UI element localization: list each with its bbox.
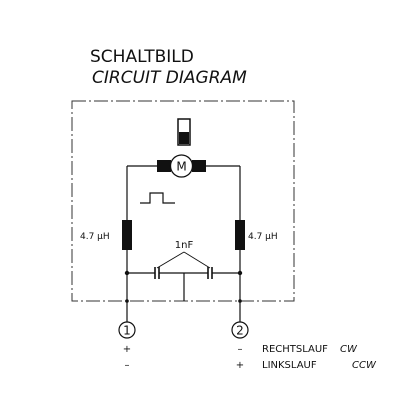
terminal-1-circle	[118, 321, 136, 339]
pulse-waveform-symbol	[140, 192, 175, 204]
terminal-1-polarity-ccw: –	[125, 360, 130, 371]
housing-pass-right	[238, 299, 242, 303]
capacitor-label: 1nF	[175, 240, 194, 251]
terminal-2-circle	[231, 321, 249, 339]
terminal-1: 1 + –	[118, 321, 136, 371]
title-english: CIRCUIT DIAGRAM	[92, 68, 247, 88]
junction-left	[124, 270, 130, 276]
legend-ccw-english: CCW	[352, 360, 377, 371]
terminal-2: 2 – +	[231, 321, 249, 371]
legend-ccw-german: LINKSLAUF	[262, 360, 317, 371]
inductor-right	[235, 220, 245, 250]
legend-cw-english: CW	[340, 344, 358, 355]
motor-brush-left	[157, 160, 171, 172]
inductor-left-label: 4.7 µH	[80, 232, 110, 242]
capacitor-network: 1nF	[127, 240, 240, 301]
housing-pass-left	[125, 299, 129, 303]
motor-label: M	[176, 160, 186, 174]
motor: M	[157, 154, 206, 178]
legend-cw-german: RECHTSLAUF	[262, 344, 328, 355]
terminal-2-polarity-cw: –	[238, 344, 243, 355]
title-german: SCHALTBILD	[90, 47, 194, 67]
terminal-1-number: 1	[123, 324, 131, 338]
brush-indicator	[177, 118, 191, 146]
housing-outline	[71, 100, 295, 302]
motor-brush-right	[192, 160, 206, 172]
junction-right	[237, 270, 243, 276]
inductor-left	[122, 220, 132, 250]
terminal-1-polarity-cw: +	[123, 344, 131, 355]
terminal-2-polarity-ccw: +	[236, 360, 244, 371]
terminal-2-number: 2	[236, 324, 244, 338]
motor-circle	[169, 154, 194, 178]
inductor-right-label: 4.7 µH	[248, 232, 278, 242]
